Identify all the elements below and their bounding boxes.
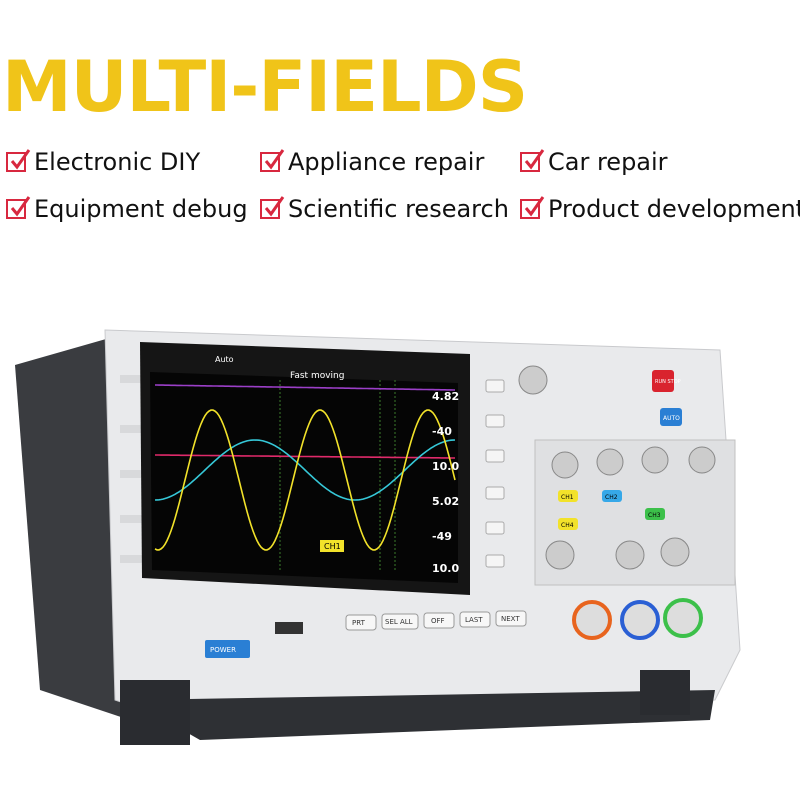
- field-label: Product development: [548, 195, 800, 223]
- field-label: Scientific research: [288, 195, 509, 223]
- run-stop-button[interactable]: [652, 370, 674, 392]
- screen: [150, 372, 458, 583]
- status-text: Auto: [215, 355, 234, 364]
- ch-label: CH1: [561, 494, 574, 501]
- trigger-badge: [320, 540, 344, 552]
- scope-side: [15, 335, 130, 720]
- soft-key-label: PRT: [352, 619, 366, 627]
- knob[interactable]: [545, 540, 575, 570]
- soft-key-label: LAST: [465, 616, 483, 624]
- readout: 10.0: [432, 562, 459, 575]
- field-item: Equipment debug: [6, 195, 248, 223]
- ch2-button[interactable]: [602, 490, 622, 502]
- bnc-input-ch1[interactable]: [572, 600, 612, 640]
- soft-key-button[interactable]: [345, 614, 377, 631]
- soft-key-button[interactable]: [495, 610, 527, 627]
- checkbox-icon: [520, 149, 545, 172]
- knob[interactable]: [551, 451, 579, 479]
- ch-label: CH4: [561, 522, 574, 529]
- readout: 10.0: [432, 460, 459, 473]
- checkbox-icon: [260, 149, 285, 172]
- mode-text: Fast moving: [290, 371, 344, 381]
- readout: -40: [432, 425, 452, 438]
- checkbox-icon: [260, 196, 285, 219]
- scope-base: [130, 690, 715, 740]
- field-item: Car repair: [520, 148, 668, 176]
- checkbox-icon: [520, 196, 545, 219]
- ch2-trace: [154, 439, 456, 501]
- readout: 5.02: [432, 495, 459, 508]
- readout: -49: [432, 530, 452, 543]
- soft-key-button[interactable]: [381, 613, 419, 630]
- field-item: Electronic DIY: [6, 148, 200, 176]
- bnc-input-ch3[interactable]: [663, 598, 703, 638]
- ch4-button[interactable]: [558, 518, 578, 530]
- knob[interactable]: [615, 540, 645, 570]
- power-label: POWER: [210, 646, 236, 654]
- auto-button[interactable]: [660, 408, 682, 426]
- ch3-trace: [155, 454, 455, 459]
- run-stop-label: RUN STOP: [655, 379, 681, 385]
- ch3-button[interactable]: [645, 508, 665, 520]
- foot-left: [120, 680, 190, 745]
- soft-key-label: NEXT: [501, 615, 520, 623]
- power-button[interactable]: [205, 640, 250, 658]
- foot-right: [640, 670, 690, 715]
- ch4-trace: [155, 384, 455, 391]
- field-label: Appliance repair: [288, 148, 485, 176]
- headline: MULTI-FIELDS: [2, 46, 528, 128]
- trigger-label: CH1: [324, 542, 341, 551]
- field-item: Appliance repair: [260, 148, 484, 176]
- usb-port: [275, 622, 303, 634]
- bnc-input-ch2[interactable]: [620, 600, 660, 640]
- knob[interactable]: [596, 448, 624, 476]
- checkbox-icon: [6, 196, 31, 219]
- ch1-button[interactable]: [558, 490, 578, 502]
- ch1-trace: [154, 409, 456, 551]
- ch-label: CH3: [648, 512, 661, 519]
- knob[interactable]: [660, 537, 690, 567]
- side-vents: [120, 375, 145, 563]
- field-item: Product development: [520, 195, 800, 223]
- knob[interactable]: [641, 446, 669, 474]
- readout: 4.82: [432, 390, 459, 403]
- soft-key-label: SEL ALL: [385, 618, 413, 626]
- soft-key-button[interactable]: [423, 612, 455, 629]
- knob[interactable]: [518, 365, 548, 395]
- oscilloscope-image: Fast moving Auto CH1 4.82 -40 10.0 5.02 …: [15, 329, 741, 745]
- soft-key-button[interactable]: [459, 611, 491, 628]
- soft-key-label: OFF: [431, 617, 445, 625]
- checkbox-icon: [6, 149, 31, 172]
- auto-label: AUTO: [663, 415, 680, 422]
- waveforms: [154, 384, 456, 551]
- knob[interactable]: [688, 446, 716, 474]
- field-item: Scientific research: [260, 195, 509, 223]
- ch-label: CH2: [605, 494, 618, 501]
- field-label: Car repair: [548, 148, 668, 176]
- field-label: Equipment debug: [34, 195, 248, 223]
- field-label: Electronic DIY: [34, 148, 201, 176]
